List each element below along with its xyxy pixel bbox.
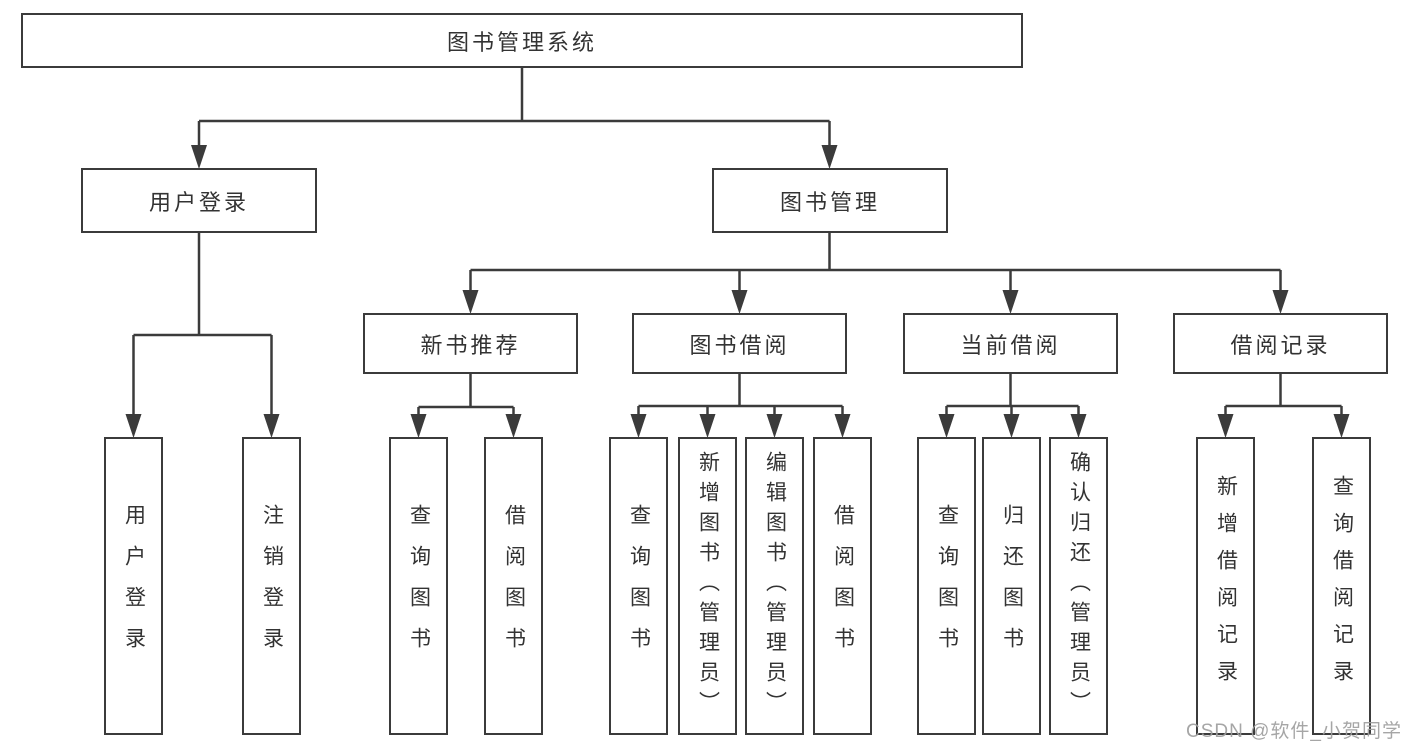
leaf-user-login: 用户登录 — [104, 437, 163, 735]
leaf-confirm-return-admin: 确认归还（管理员） — [1049, 437, 1108, 735]
leaf-query-borrow-record: 查询借阅记录 — [1312, 437, 1371, 735]
node-book-borrowing: 图书借阅 — [632, 313, 847, 374]
leaf-return-books: 归还图书 — [982, 437, 1041, 735]
connector-arrowheads — [125, 145, 1350, 438]
csdn-watermark: CSDN @软件_小贺同学 — [1186, 721, 1402, 742]
leaf-query-books-recommend: 查询图书 — [389, 437, 448, 735]
node-root-system: 图书管理系统 — [21, 13, 1023, 68]
node-current-borrowing: 当前借阅 — [903, 313, 1118, 374]
leaf-query-books-current: 查询图书 — [917, 437, 976, 735]
leaf-borrow-books: 借阅图书 — [813, 437, 872, 735]
leaf-edit-books-admin: 编辑图书（管理员） — [745, 437, 804, 735]
node-new-book-recommend: 新书推荐 — [363, 313, 578, 374]
node-user-login-module: 用户登录 — [81, 168, 317, 233]
node-book-management-module: 图书管理 — [712, 168, 948, 233]
connector-lines — [132, 68, 1343, 416]
leaf-add-borrow-record: 新增借阅记录 — [1196, 437, 1255, 735]
leaf-add-books-admin: 新增图书（管理员） — [678, 437, 737, 735]
leaf-query-books-borrowing: 查询图书 — [609, 437, 668, 735]
node-borrow-records: 借阅记录 — [1173, 313, 1388, 374]
leaf-logout: 注销登录 — [242, 437, 301, 735]
leaf-borrow-books-recommend: 借阅图书 — [484, 437, 543, 735]
